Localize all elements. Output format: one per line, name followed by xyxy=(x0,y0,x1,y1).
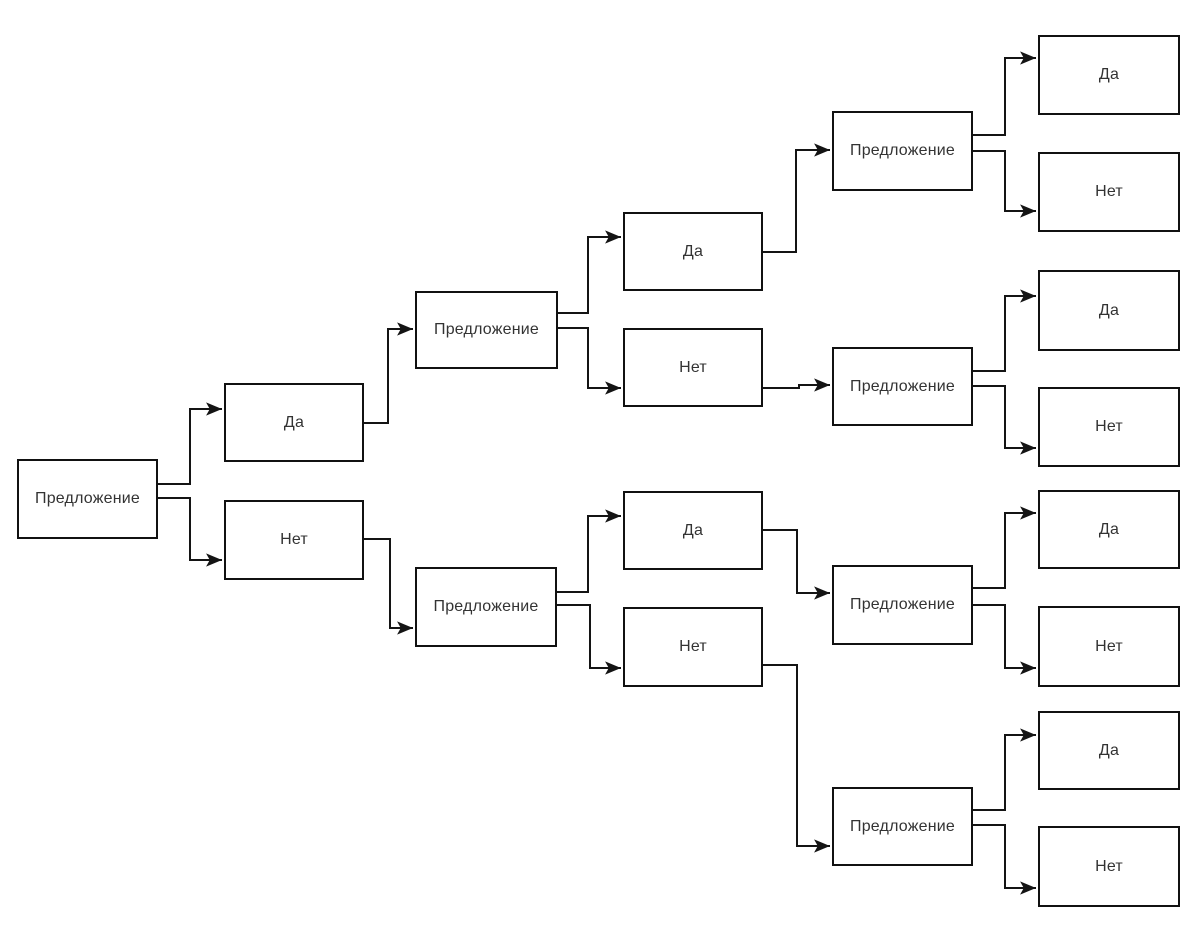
edge-l3-bottom-to-l4-no-2 xyxy=(557,604,621,675)
node-no-l6-1: Нет xyxy=(1038,152,1180,232)
edge-l2-yes-to-l3-top xyxy=(364,322,413,424)
edge-l3-bottom-to-l4-yes-2 xyxy=(557,509,621,593)
node-yes-l4-bottom: Да xyxy=(623,491,763,570)
edge-l5-2-to-l6-no-2 xyxy=(973,385,1036,455)
node-yes-l4-top: Да xyxy=(623,212,763,291)
node-proposal-l5-4: Предложение xyxy=(832,787,973,866)
node-no-l6-3: Нет xyxy=(1038,606,1180,687)
edge-l5-1-to-l6-yes-1 xyxy=(973,51,1036,136)
edge-l5-2-to-l6-yes-2 xyxy=(973,289,1036,372)
edge-l2-no-to-l3-bottom xyxy=(364,538,413,635)
node-no-l4-top: Нет xyxy=(623,328,763,407)
edge-l5-4-to-l6-yes-4 xyxy=(973,728,1036,811)
node-proposal-root: Предложение xyxy=(17,459,158,539)
edge-l4-no-1-to-l5-2 xyxy=(763,378,830,392)
edge-l3-top-to-l4-yes-1 xyxy=(558,230,621,314)
node-proposal-l3-bottom: Предложение xyxy=(415,567,557,647)
node-proposal-l5-2: Предложение xyxy=(832,347,973,426)
node-yes-l2: Да xyxy=(224,383,364,462)
node-proposal-l5-1: Предложение xyxy=(832,111,973,191)
node-yes-l6-2: Да xyxy=(1038,270,1180,351)
node-no-l6-4: Нет xyxy=(1038,826,1180,907)
edge-l4-no-2-to-l5-4 xyxy=(763,664,830,853)
node-no-l2: Нет xyxy=(224,500,364,580)
edge-root-to-l2-yes xyxy=(157,402,222,485)
edge-l5-3-to-l6-yes-3 xyxy=(973,506,1036,589)
node-no-l6-2: Нет xyxy=(1038,387,1180,467)
node-yes-l6-3: Да xyxy=(1038,490,1180,569)
edge-l4-yes-1-to-l5-1 xyxy=(763,143,830,253)
edge-root-to-l2-no xyxy=(157,497,222,567)
node-proposal-l5-3: Предложение xyxy=(832,565,973,645)
edge-l5-4-to-l6-no-4 xyxy=(973,824,1036,895)
node-yes-l6-1: Да xyxy=(1038,35,1180,115)
node-no-l4-bottom: Нет xyxy=(623,607,763,687)
edge-l4-yes-2-to-l5-3 xyxy=(763,529,830,600)
edge-l5-1-to-l6-no-1 xyxy=(973,150,1036,218)
node-proposal-l3-top: Предложение xyxy=(415,291,558,369)
edge-l5-3-to-l6-no-3 xyxy=(973,604,1036,675)
edge-l3-top-to-l4-no-1 xyxy=(558,327,621,395)
node-yes-l6-4: Да xyxy=(1038,711,1180,790)
